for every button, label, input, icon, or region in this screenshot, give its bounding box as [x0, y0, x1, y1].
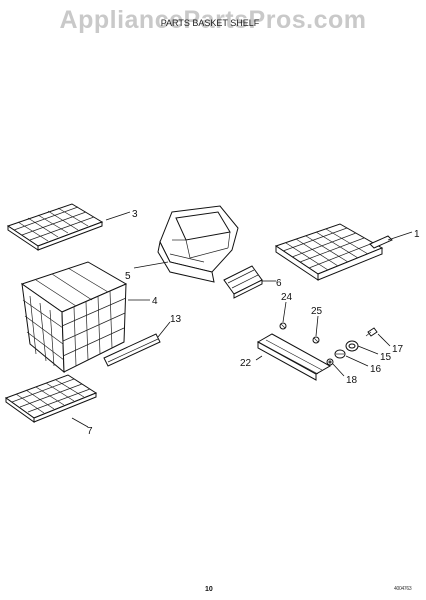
part-25-screw[interactable] — [312, 336, 320, 344]
callout-4: 4 — [152, 296, 158, 307]
part-5-pan[interactable] — [157, 205, 239, 283]
part-6-pan-divider[interactable] — [223, 265, 263, 299]
callout-7: 7 — [87, 426, 93, 437]
part-4-wire-basket[interactable] — [20, 261, 128, 374]
callout-1: 1 — [414, 229, 420, 240]
part-13-basket-trim[interactable] — [103, 333, 161, 367]
callout-labels: 3 1 4 5 6 13 7 24 25 22 17 15 16 18 — [87, 209, 420, 437]
part-17-screw[interactable] — [365, 327, 378, 337]
part-3-wire-shelf[interactable] — [6, 203, 104, 251]
part-18-washer[interactable] — [326, 358, 334, 366]
callout-13: 13 — [170, 314, 182, 325]
callout-16: 16 — [370, 364, 382, 375]
callout-22: 22 — [240, 358, 252, 369]
leader-lines — [71, 211, 413, 428]
part-24-screw[interactable] — [279, 322, 287, 330]
document-code: 4004763 — [394, 586, 412, 592]
callout-15: 15 — [380, 352, 392, 363]
callout-6: 6 — [276, 278, 282, 289]
part-1-glass-shelf[interactable] — [274, 223, 393, 281]
callout-3: 3 — [132, 209, 138, 220]
callout-24: 24 — [281, 292, 293, 303]
page-number: 10 — [205, 586, 213, 593]
part-16-roller-axle[interactable] — [334, 349, 346, 359]
diagram-subtitle: PARTS BASKET SHELF — [160, 18, 260, 28]
callout-17: 17 — [392, 344, 404, 355]
watermark: AppliancePartsPros.com — [59, 6, 367, 34]
part-7-wire-shelf[interactable] — [4, 374, 98, 423]
callout-25: 25 — [311, 306, 323, 317]
part-15-roller[interactable] — [345, 340, 359, 352]
callout-5: 5 — [125, 271, 131, 282]
part-22-rail-assembly[interactable] — [256, 333, 332, 381]
callout-18: 18 — [346, 375, 358, 386]
